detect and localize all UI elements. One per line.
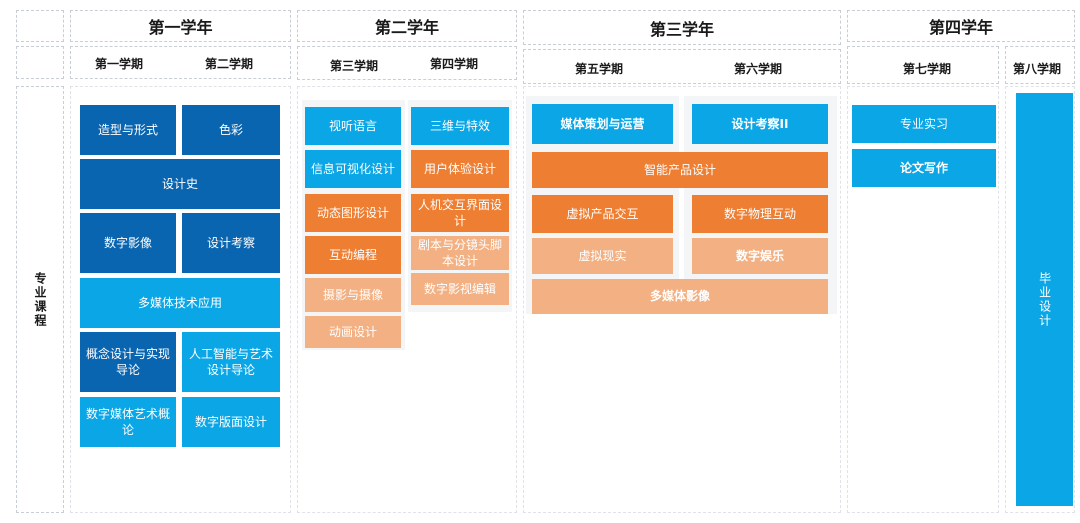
- course-shejikaocha: 设计考察: [182, 213, 280, 273]
- semester-header-4: 第四学期: [430, 57, 479, 71]
- course-shuziyingxiang: 数字影像: [80, 213, 176, 273]
- course-gainian-sheji: 概念设计与实现导论: [80, 332, 176, 392]
- semester-header-5: 第五学期: [575, 62, 624, 76]
- course-banmian-sheji: 数字版面设计: [182, 397, 280, 447]
- row-label-cell: [16, 86, 64, 513]
- semester-header-7-cell: [847, 46, 999, 84]
- year-header-4: 第四学年: [847, 10, 1075, 42]
- course-zaoxing: 造型与形式: [80, 105, 176, 155]
- course-yonghu-tiyan: 用户体验设计: [411, 150, 509, 188]
- semester-header-8-cell: [1005, 46, 1075, 84]
- year-header-3: 第三学年: [523, 10, 841, 45]
- course-rengongzhineng: 人工智能与艺术设计导论: [182, 332, 280, 392]
- semester-header-6: 第六学期: [734, 62, 783, 76]
- semester-header-1: 第一学期: [95, 57, 144, 71]
- course-shuzi-wuli: 数字物理互动: [692, 195, 828, 233]
- semester-header-8: 第八学期: [1013, 62, 1062, 76]
- course-yingshi-bianji: 数字影视编辑: [411, 273, 509, 305]
- course-duomeiti-yingxiang: 多媒体影像: [532, 279, 828, 314]
- corner-cell-2: [16, 46, 64, 79]
- semester-header-y2: [297, 46, 517, 80]
- course-meiti-cehua: 媒体策划与运营: [532, 104, 673, 144]
- course-zhuanye-shixi: 专业实习: [852, 105, 996, 143]
- semester-header-2: 第二学期: [205, 57, 254, 71]
- course-zhineng-chanpin: 智能产品设计: [532, 152, 828, 188]
- course-xinxi-keshihua: 信息可视化设计: [305, 150, 401, 188]
- row-label: 专业课程: [33, 272, 47, 328]
- course-hudong-biancheng: 互动编程: [305, 236, 401, 274]
- course-renji-jiaohu: 人机交互界面设计: [411, 194, 509, 232]
- course-sheying: 摄影与摄像: [305, 278, 401, 312]
- year-header-2: 第二学年: [297, 10, 517, 42]
- course-dongtai-tuxing: 动态图形设计: [305, 194, 401, 232]
- year-header-1: 第一学年: [70, 10, 291, 42]
- course-biye-sheji: 毕业设计: [1016, 93, 1073, 506]
- course-juben-fenjing: 剧本与分镜头脚本设计: [411, 236, 509, 270]
- semester-header-y1: [70, 46, 291, 79]
- course-sheji-kaocha-2: 设计考察II: [692, 104, 828, 144]
- semester-header-3: 第三学期: [330, 59, 379, 73]
- course-lunwen-xiezuo: 论文写作: [852, 149, 996, 187]
- course-sanwei: 三维与特效: [411, 107, 509, 145]
- course-donghua: 动画设计: [305, 316, 401, 348]
- course-shumei-gailun: 数字媒体艺术概论: [80, 397, 176, 447]
- course-duomeiti-jishu: 多媒体技术应用: [80, 278, 280, 328]
- course-secai: 色彩: [182, 105, 280, 155]
- corner-cell: [16, 10, 64, 42]
- course-xuni-chanpin: 虚拟产品交互: [532, 195, 673, 233]
- semester-header-y3: [523, 49, 841, 84]
- course-shejishi: 设计史: [80, 159, 280, 209]
- course-xuni-xianshi: 虚拟现实: [532, 238, 673, 274]
- semester-header-7: 第七学期: [903, 62, 952, 76]
- course-shiting: 视听语言: [305, 107, 401, 145]
- course-shuzi-yule: 数字娱乐: [692, 238, 828, 274]
